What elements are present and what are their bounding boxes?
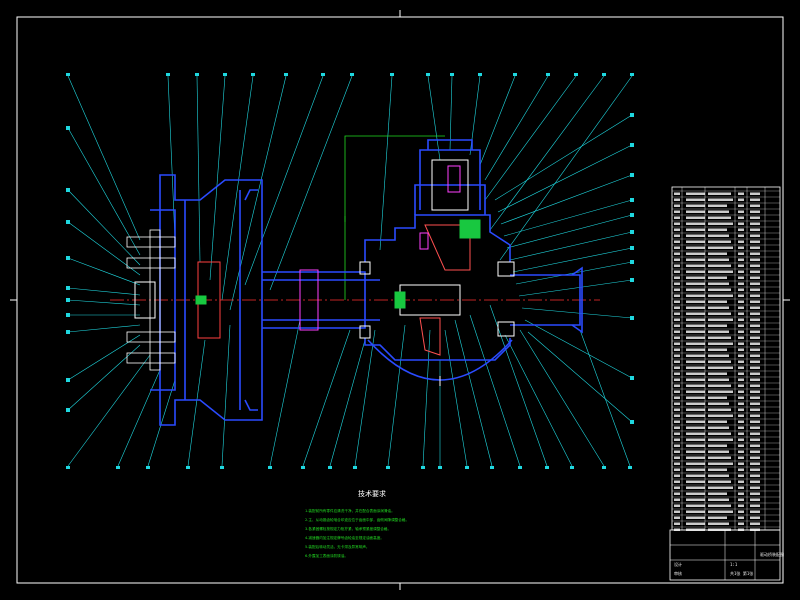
tech-requirements: 技术要求 1.装配前所有零件应清洗干净，并在配合表面涂润滑油。 2.主、从动锥齿轮…: [305, 489, 409, 558]
part-balloon: [66, 220, 70, 224]
part-balloon: [146, 466, 150, 469]
tech-note: 2.主、从动锥齿轮啮合印迹应位于齿面中部，齿侧间隙调整合格。: [305, 517, 409, 522]
part-balloon: [602, 466, 606, 469]
part-balloon: [186, 466, 190, 469]
leader-lines: [67, 75, 633, 467]
part-balloon: [390, 73, 394, 76]
part-balloon: [116, 466, 120, 469]
part-balloon: [268, 466, 272, 469]
part-balloon: [630, 213, 634, 217]
part-balloon: [328, 466, 332, 469]
part-balloon: [545, 466, 549, 469]
part-balloon: [66, 466, 70, 469]
construction-lines: [344, 135, 445, 300]
parts-list-table: [671, 186, 781, 531]
part-balloon: [386, 466, 390, 469]
part-balloon: [66, 298, 70, 302]
part-balloon: [301, 466, 305, 469]
part-balloon: [251, 73, 255, 76]
internal-parts: [134, 159, 515, 386]
part-balloon: [465, 466, 469, 469]
part-balloon: [66, 286, 70, 290]
part-balloon: [450, 73, 454, 76]
part-balloon: [220, 466, 224, 469]
part-balloon: [574, 73, 578, 76]
part-balloon: [223, 73, 227, 76]
part-balloon: [630, 143, 634, 147]
part-balloon: [630, 316, 634, 320]
part-balloon: [66, 378, 70, 382]
part-balloon: [630, 260, 634, 264]
part-balloon: [426, 73, 430, 76]
part-balloon: [630, 113, 634, 117]
wheel-bolts: [126, 229, 176, 371]
part-balloon: [630, 376, 634, 380]
part-balloon: [66, 313, 70, 317]
tech-requirements-title: 技术要求: [358, 489, 386, 498]
part-balloon: [570, 466, 574, 469]
part-balloon: [166, 73, 170, 76]
part-balloon: [546, 73, 550, 76]
part-balloon: [630, 173, 634, 177]
part-balloon: [628, 466, 632, 469]
part-balloon: [66, 126, 70, 130]
part-balloon: [195, 73, 199, 76]
part-balloon: [66, 408, 70, 412]
part-balloon: [513, 73, 517, 76]
part-balloon: [518, 466, 522, 469]
part-balloon: [630, 198, 634, 202]
tech-note: 4.减速器内加注规定牌号齿轮油至规定油面高度。: [305, 535, 384, 540]
axle-assembly: [150, 139, 583, 426]
part-balloon: [321, 73, 325, 76]
part-balloon: [66, 256, 70, 260]
title-block: 驱动桥装配图 设计 审核 1:1 共1张 第1张: [669, 529, 784, 581]
tech-note: 3.各紧固螺栓按规定力矩拧紧，轴承预紧度调整合格。: [305, 526, 391, 531]
part-balloon: [353, 466, 357, 469]
title-block-checker: 审核: [674, 570, 682, 576]
part-balloon: [438, 466, 442, 469]
part-balloon: [490, 466, 494, 469]
title-block-designer: 设计: [674, 561, 682, 567]
part-balloon: [478, 73, 482, 76]
tech-note: 5.装配后转动灵活，无卡滞及异常响声。: [305, 544, 370, 549]
part-balloon: [66, 73, 70, 76]
title-block-sheet: 共1张 第1张: [730, 570, 753, 576]
part-balloon: [630, 246, 634, 250]
part-balloon: [630, 420, 634, 424]
title-block-name: 驱动桥装配图: [760, 551, 784, 557]
part-balloon: [66, 330, 70, 334]
part-balloon: [630, 278, 634, 282]
part-balloon: [602, 73, 606, 76]
part-balloon: [350, 73, 354, 76]
tech-note: 6.外露加工表面涂防锈油。: [305, 553, 348, 558]
part-number-labels: [66, 73, 634, 469]
part-balloon: [66, 188, 70, 192]
part-balloon: [630, 73, 634, 76]
part-balloon: [630, 230, 634, 234]
title-block-scale: 1:1: [730, 562, 738, 567]
tech-note: 1.装配前所有零件应清洗干净，并在配合表面涂润滑油。: [305, 508, 395, 513]
part-balloon: [284, 73, 288, 76]
part-balloon: [421, 466, 425, 469]
